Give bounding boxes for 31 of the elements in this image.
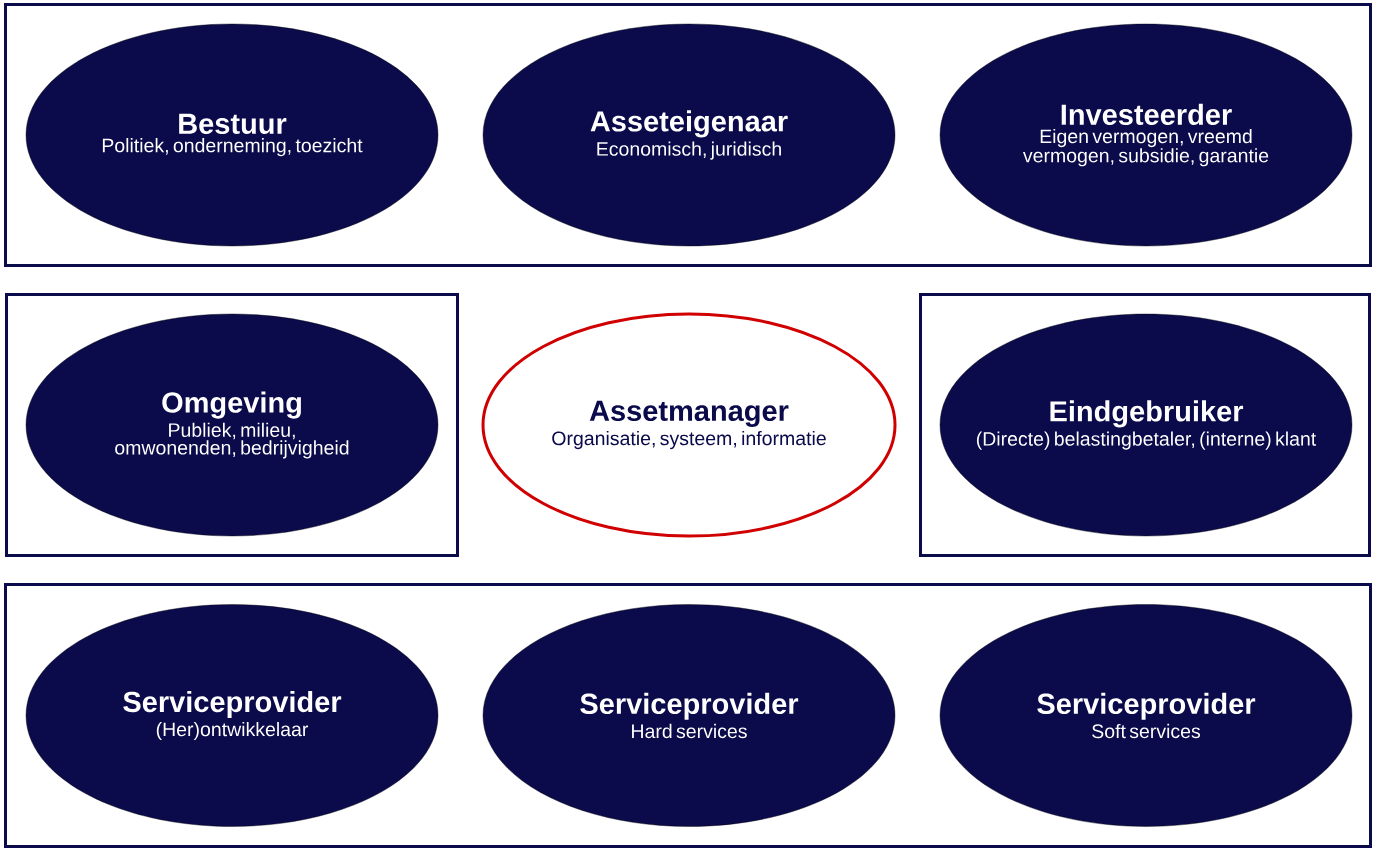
ellipse — [482, 23, 896, 247]
ellipse — [482, 604, 896, 827]
ellipse — [481, 312, 897, 538]
heading: Asseteigenaar — [590, 110, 788, 138]
frame-box — [919, 293, 1371, 557]
frame-box — [5, 293, 459, 557]
ellipse — [939, 23, 1353, 247]
heading: Serviceprovider — [580, 692, 799, 720]
description: Politiek, onderneming, toezicht — [102, 138, 363, 157]
heading: Assetmanager — [589, 400, 789, 427]
ellipse — [939, 604, 1353, 827]
ellipse — [25, 604, 439, 827]
heading: Serviceprovider — [123, 690, 342, 718]
ellipse — [25, 23, 439, 247]
description: Publiek, milieu, omwonenden, bedrijvigheid — [115, 422, 349, 459]
ellipse — [25, 313, 439, 537]
description: (Her)ontwikkelaar — [156, 721, 309, 741]
heading: Eindgebruiker — [1050, 400, 1244, 428]
description: Eigen vermogen, vreemd vermogen, subsidie, garantie — [1022, 128, 1269, 167]
description: (Directe) belastingbetaler, (interne) klant — [976, 431, 1317, 450]
heading: Investeerder — [1061, 103, 1232, 125]
frame-box — [4, 583, 1372, 848]
description: Hard services — [632, 723, 747, 739]
heading: Serviceprovider — [1037, 692, 1256, 720]
ellipse — [939, 313, 1353, 537]
frame-box — [4, 3, 1372, 267]
description: Economisch, juridisch — [597, 141, 781, 160]
heading: Omgeving — [162, 391, 301, 419]
description: Organisatie, systeem, informatie — [552, 430, 826, 450]
heading: Bestuur — [179, 113, 287, 134]
description: Soft services — [1092, 723, 1201, 739]
